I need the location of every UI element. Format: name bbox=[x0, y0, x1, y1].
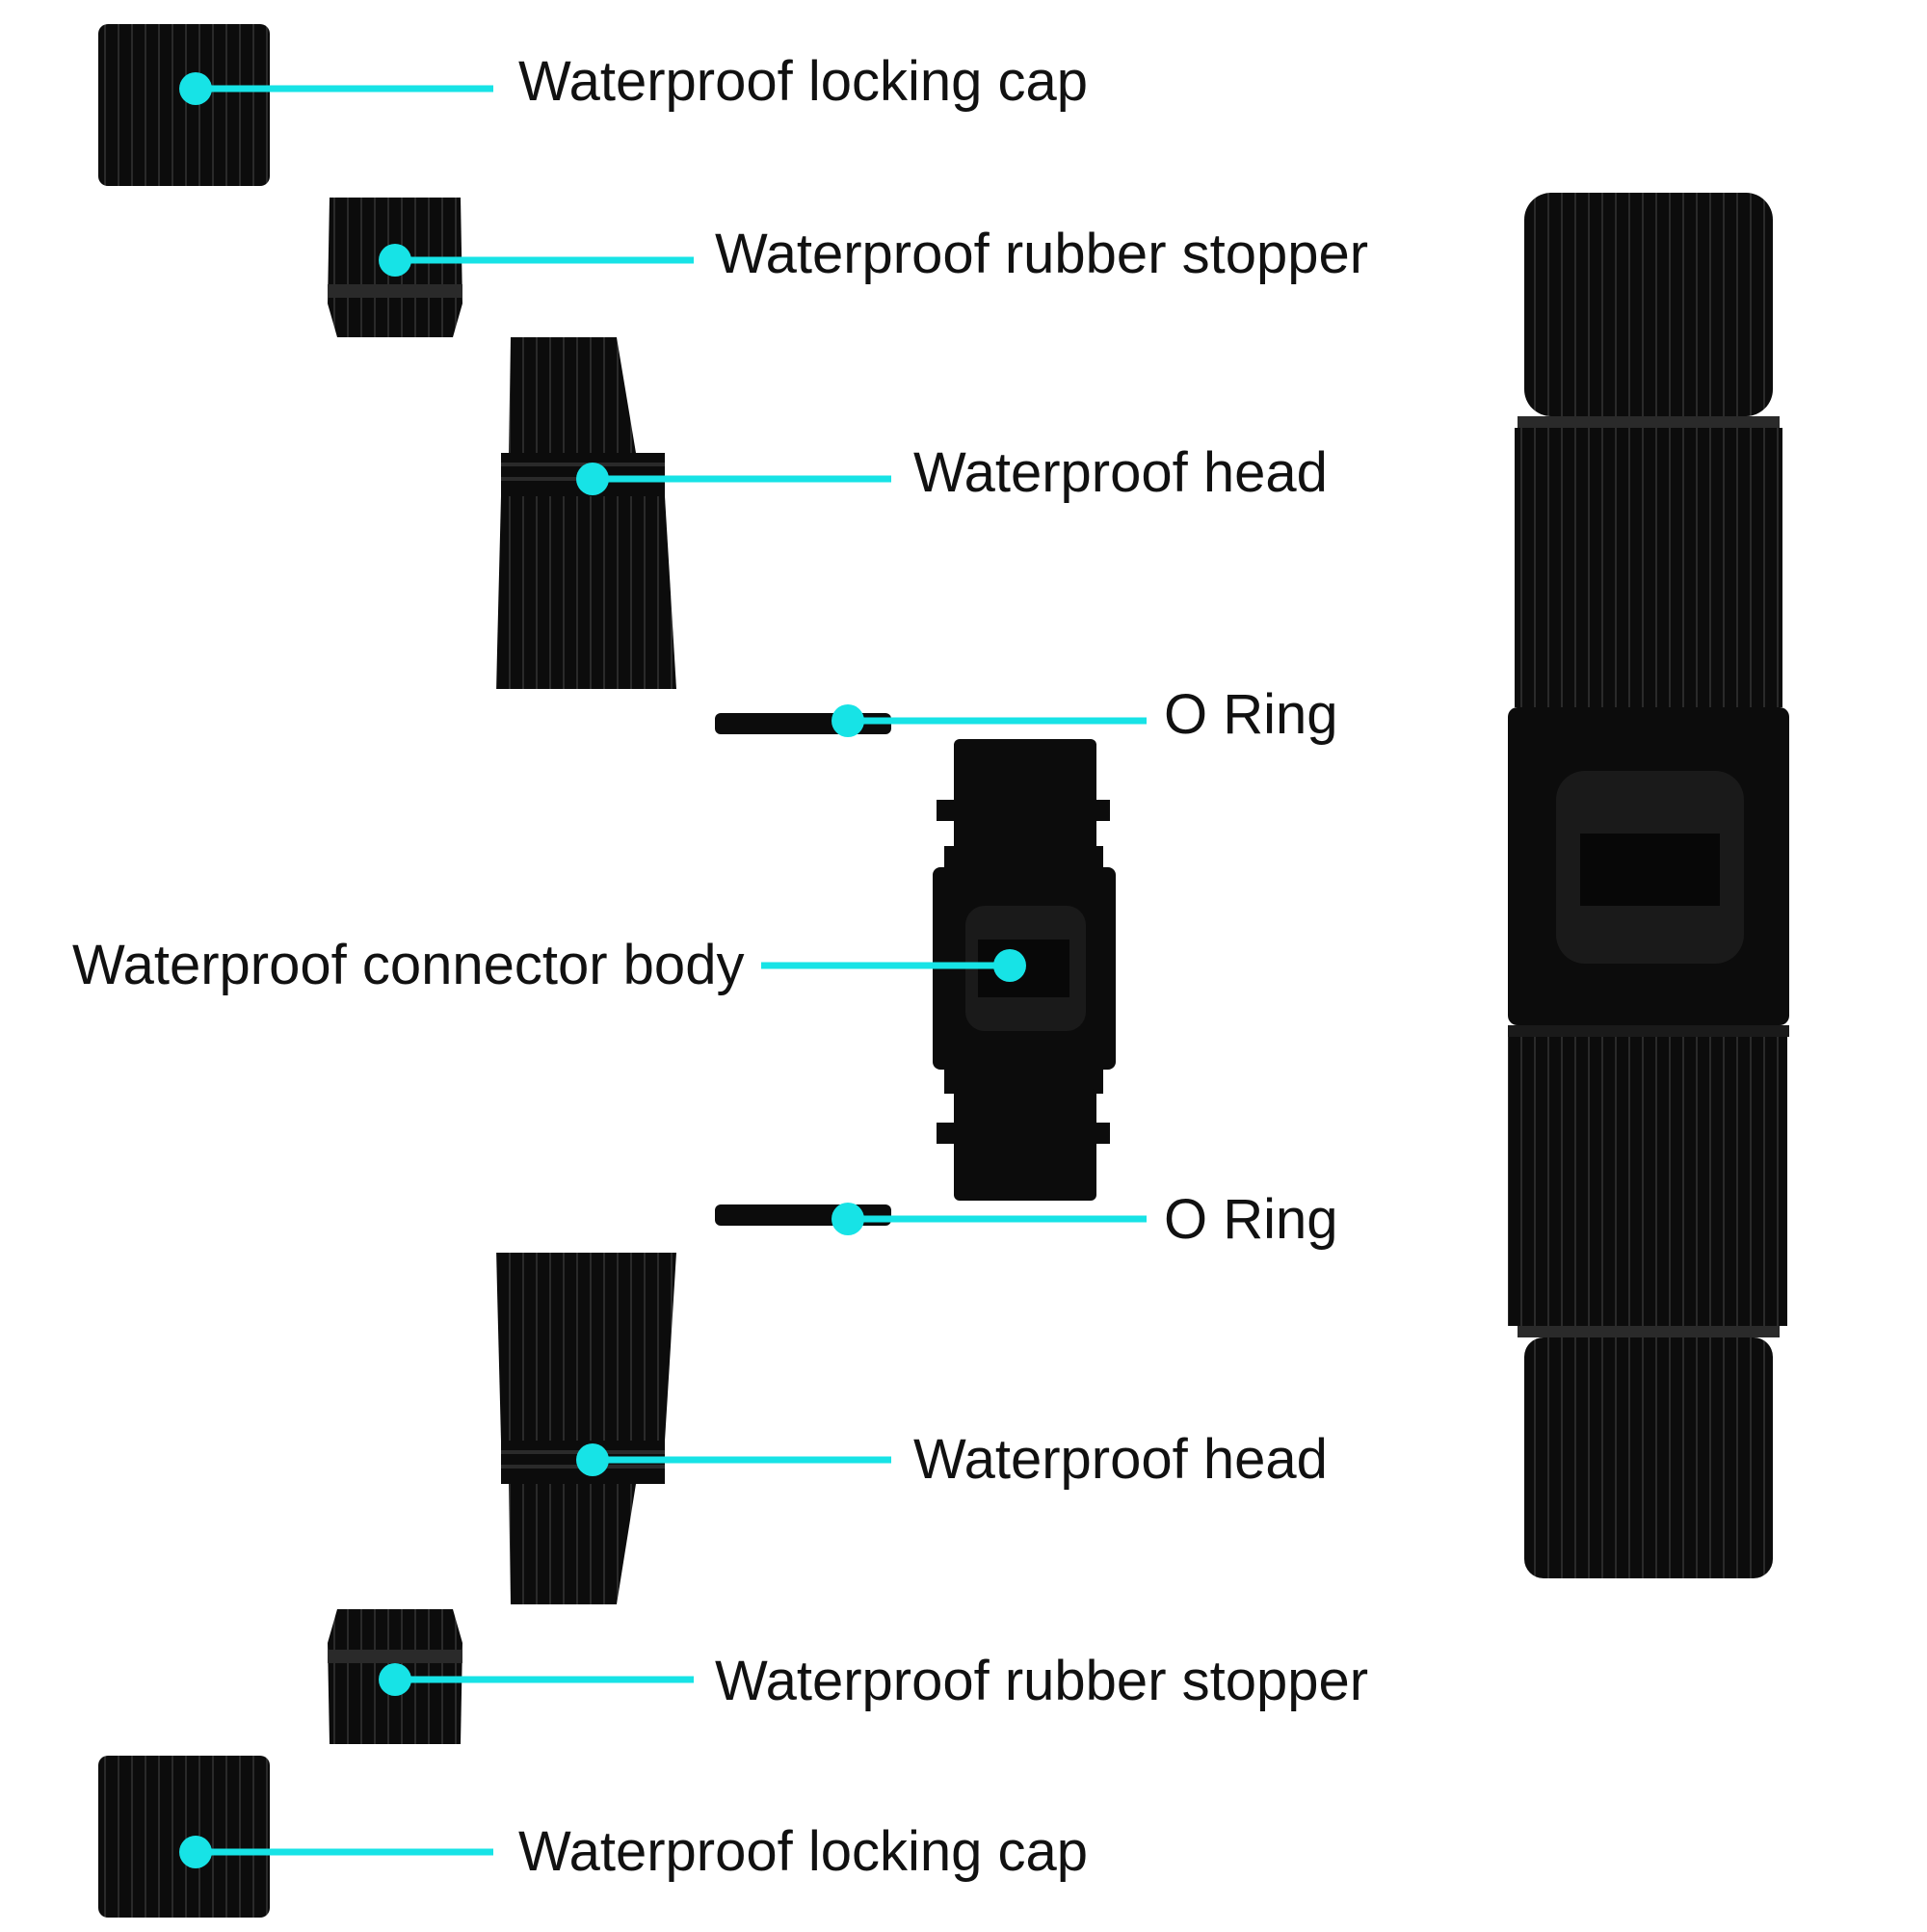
label-locking-cap-bottom: Waterproof locking cap bbox=[518, 1820, 1089, 1883]
label-locking-cap-top: Waterproof locking cap bbox=[518, 50, 1089, 113]
locking-cap-top bbox=[98, 24, 270, 186]
callout-head-bottom bbox=[576, 1443, 891, 1476]
callout-cap-top bbox=[179, 72, 493, 105]
waterproof-head-top bbox=[496, 337, 676, 689]
label-o-ring-top: O Ring bbox=[1164, 683, 1338, 746]
assembled-connector bbox=[1508, 193, 1789, 1578]
o-ring-bottom bbox=[715, 1204, 891, 1226]
callout-oring-top bbox=[832, 704, 1147, 737]
callout-cap-bottom bbox=[179, 1836, 493, 1868]
callout-stopper-bottom bbox=[379, 1663, 694, 1696]
callout-body bbox=[761, 949, 1026, 982]
locking-cap-bottom bbox=[98, 1756, 270, 1918]
callout-head-top bbox=[576, 463, 891, 495]
label-connector-body: Waterproof connector body bbox=[72, 934, 745, 996]
label-rubber-stopper-top: Waterproof rubber stopper bbox=[715, 223, 1369, 285]
waterproof-head-bottom bbox=[496, 1253, 676, 1604]
label-waterproof-head-bottom: Waterproof head bbox=[913, 1428, 1328, 1491]
callout-lines bbox=[179, 72, 1147, 1868]
label-waterproof-head-top: Waterproof head bbox=[913, 441, 1328, 504]
callout-oring-bottom bbox=[832, 1203, 1147, 1235]
callout-stopper-top bbox=[379, 244, 694, 277]
label-o-ring-bottom: O Ring bbox=[1164, 1188, 1338, 1251]
label-rubber-stopper-bottom: Waterproof rubber stopper bbox=[715, 1650, 1369, 1712]
